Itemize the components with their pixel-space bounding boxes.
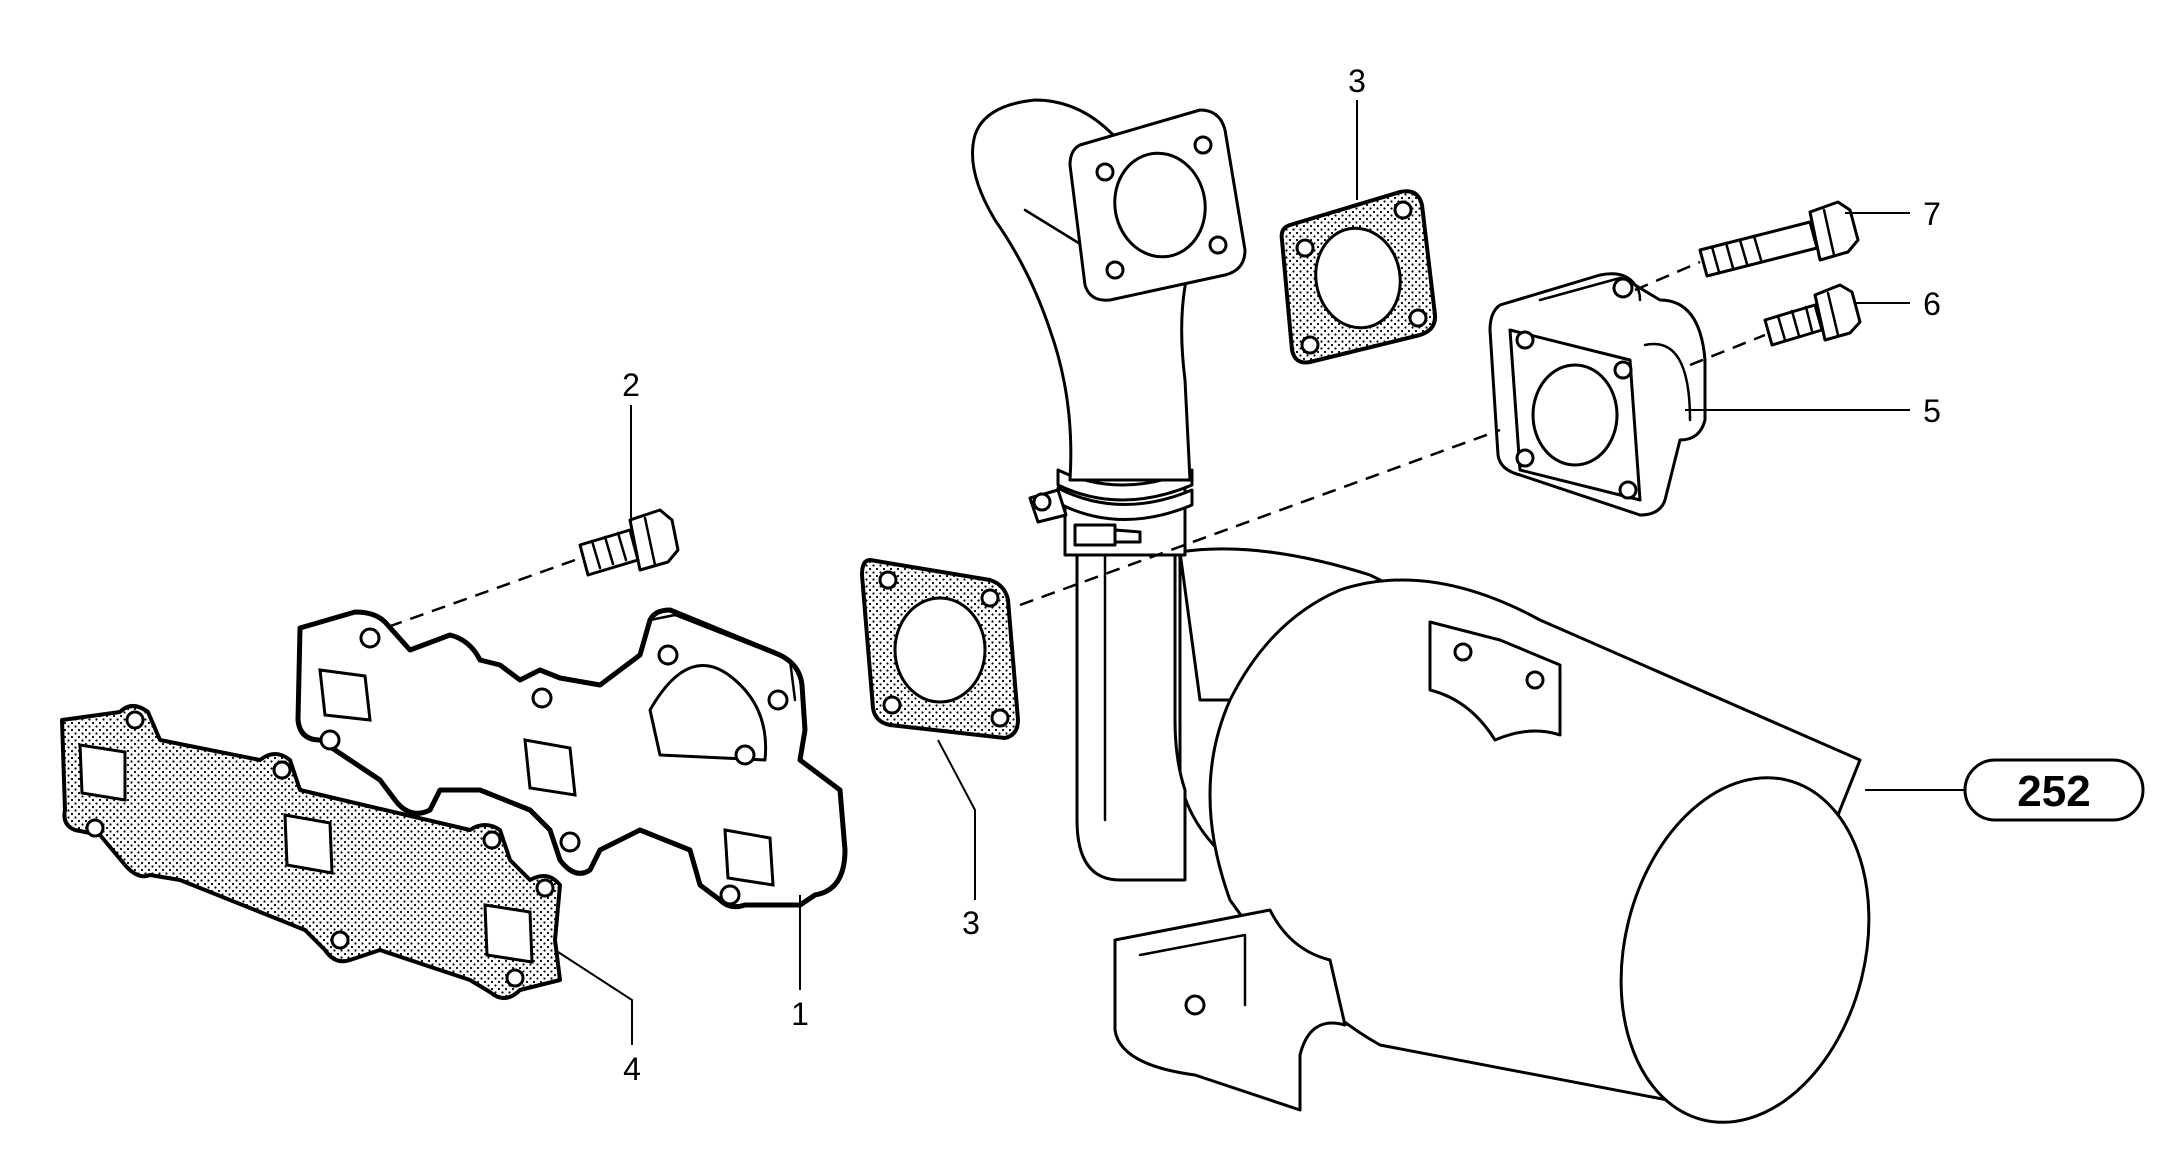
assembly-axis-lines	[1019, 260, 1766, 607]
callout-labels: 2 3 7 6 5 3 1 4	[622, 63, 1941, 1087]
callout-manifold-bolt: 2	[622, 367, 640, 403]
callout-flange-bolt-short: 6	[1923, 286, 1941, 322]
manifold-bolt-part	[384, 508, 680, 630]
callout-elbow-flange: 5	[1923, 393, 1941, 429]
flange-bolt-long-part	[1698, 200, 1860, 278]
manifold-gasket-part	[60, 704, 562, 1000]
muffler-assembly	[971, 98, 1871, 1124]
leader-lines	[554, 100, 1965, 1045]
reference-label: 252	[2017, 767, 2090, 816]
callout-flange-bolt-long: 7	[1923, 196, 1941, 232]
callout-manifold-gasket: 4	[623, 1051, 641, 1087]
flange-gasket-lower-part	[860, 558, 1020, 740]
exhaust-manifold-part	[295, 607, 848, 910]
callout-gasket-upper: 3	[1348, 63, 1366, 99]
flange-bolt-short-part	[1763, 283, 1862, 347]
flange-gasket-upper-part	[1279, 189, 1438, 365]
reference-badge[interactable]: 252	[1963, 758, 2145, 822]
callout-manifold: 1	[791, 996, 809, 1032]
elbow-flange-part	[1488, 272, 1707, 517]
callout-gasket-lower: 3	[962, 905, 980, 941]
